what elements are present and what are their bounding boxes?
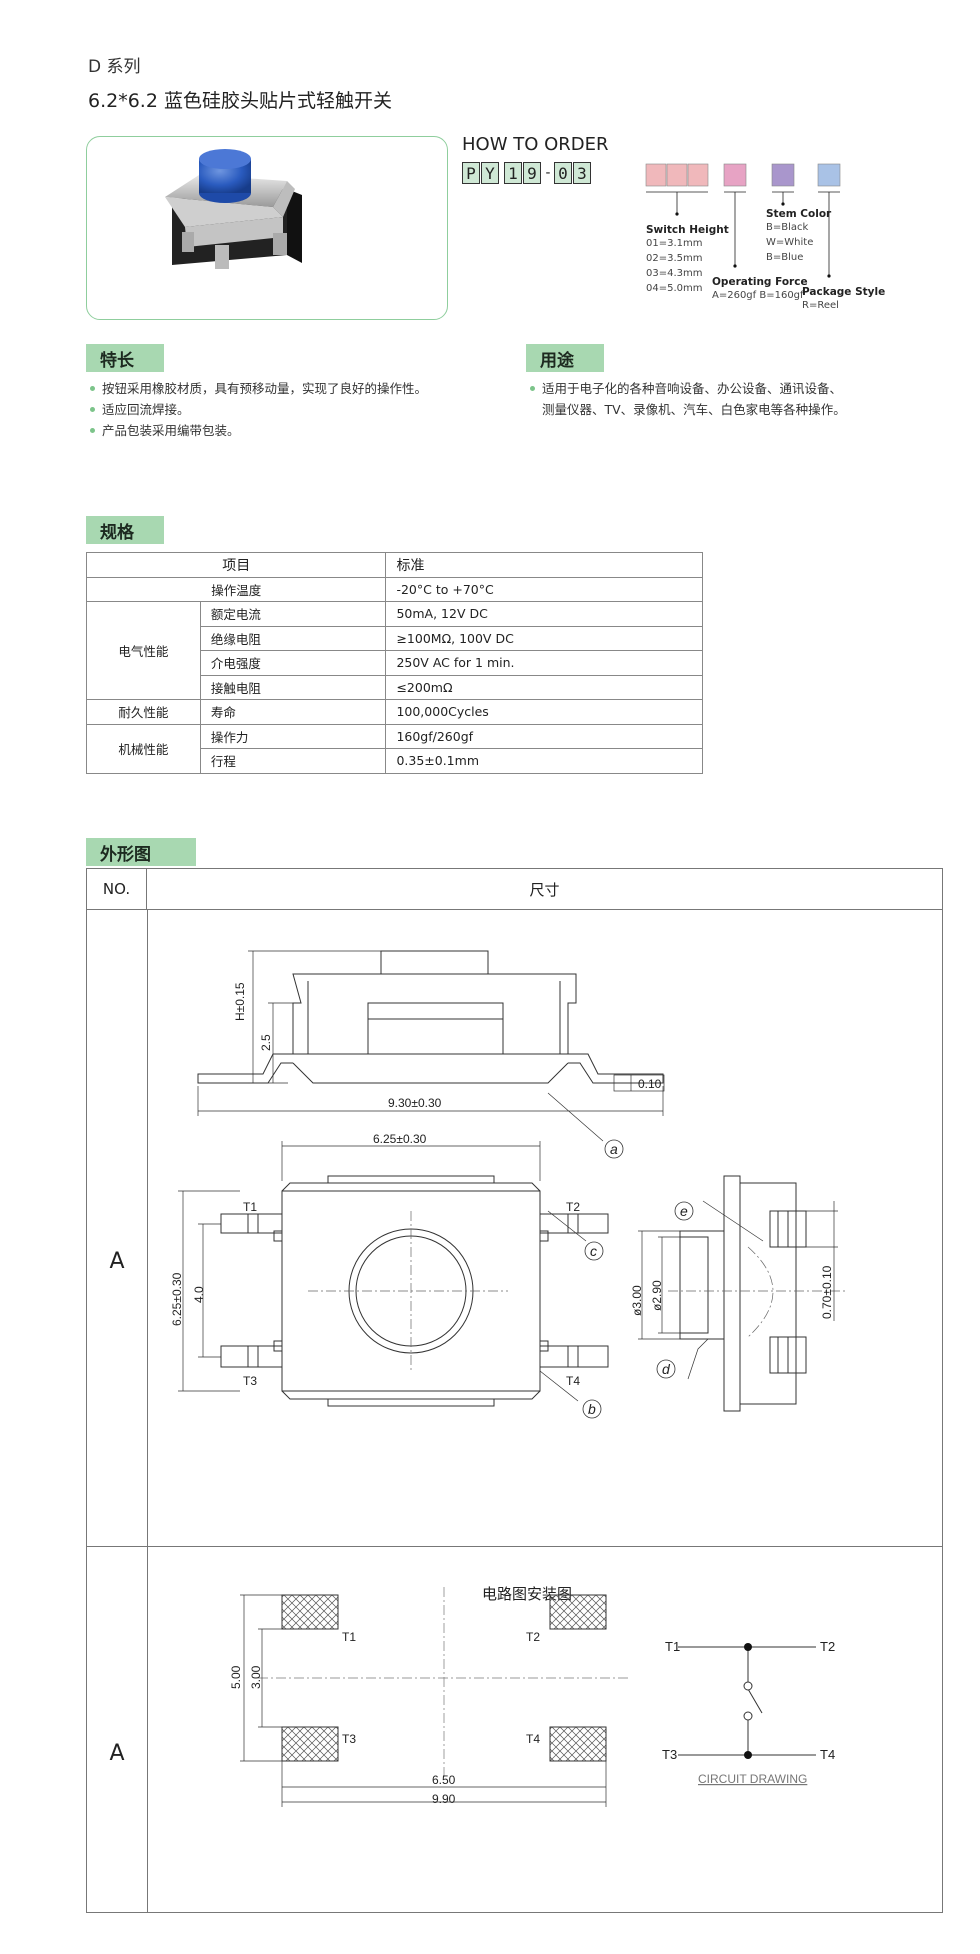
dim-pad-h1: 5.00 xyxy=(229,1665,243,1689)
terminal-label: T2 xyxy=(566,1200,580,1214)
height-box xyxy=(687,163,709,187)
code-char: 0 xyxy=(554,162,572,184)
product-photo xyxy=(165,149,302,269)
terminal-label: T1 xyxy=(342,1630,356,1644)
code-char: P xyxy=(462,162,480,184)
dim-pad-w1: 6.50 xyxy=(432,1773,456,1787)
code-dash: - xyxy=(543,165,553,181)
product-title: 6.2*6.2 蓝色硅胶头贴片式轻触开关 xyxy=(88,90,392,112)
outline-frame: NO. 尺寸 A A 电路图安装图 xyxy=(86,868,943,1913)
circuit-caption: CIRCUIT DRAWING xyxy=(698,1772,807,1786)
table-row: 机械性能 操作力 160gf/260gf xyxy=(86,723,703,774)
dim-d290: ø2.90 xyxy=(650,1280,664,1311)
dim-d300: ø3.00 xyxy=(630,1285,644,1316)
terminal-label: T2 xyxy=(820,1639,835,1654)
group-cell: 电气性能 xyxy=(86,601,201,700)
applications-tag: 用途 xyxy=(526,344,604,372)
outline-tag: 外形图 xyxy=(86,838,196,866)
terminal-label: T2 xyxy=(526,1630,540,1644)
package-box xyxy=(817,163,841,187)
package-style-option: Package Style R=Reel xyxy=(802,286,886,311)
table-row: 接触电阻 ≤200mΩ xyxy=(87,674,703,700)
stem-box xyxy=(771,163,795,187)
header-standard: 标准 xyxy=(385,552,703,578)
terminal-label: T4 xyxy=(820,1747,835,1762)
applications-list: 适用于电子化的各种音响设备、办公设备、通讯设备、 测量仪器、TV、录像机、汽车、… xyxy=(528,378,948,420)
force-box xyxy=(723,163,747,187)
feature-item: 产品包装采用编带包装。 xyxy=(88,420,508,441)
dim-top-width: 6.25±0.30 xyxy=(373,1132,427,1146)
feature-item: 按钮采用橡胶材质，具有预移动量，实现了良好的操作性。 xyxy=(88,378,508,399)
height-box xyxy=(645,163,667,187)
switch-height-option: Switch Height 01=3.1mm 02=3.5mm 03=4.3mm… xyxy=(646,224,729,294)
code-char: 3 xyxy=(573,162,591,184)
dim-flatness: 0.10 xyxy=(638,1077,662,1091)
row-label: A xyxy=(109,1249,125,1274)
callout: d xyxy=(662,1361,671,1377)
terminal-label: T3 xyxy=(342,1732,356,1746)
code-char: 1 xyxy=(504,162,522,184)
terminal-label: T4 xyxy=(566,1374,580,1388)
pcb-layout-drawing: 5.00 3.00 6.50 9.90 T1 T2 T3 T4 T1 T2 T3… xyxy=(229,1587,835,1807)
group-cell: 耐久性能 xyxy=(86,699,201,725)
col-dim-header: 尺寸 xyxy=(147,869,942,910)
height-box xyxy=(666,163,688,187)
table-row: 耐久性能 寿命 100,000Cycles xyxy=(86,699,703,725)
product-photo-frame xyxy=(86,136,448,320)
column-divider xyxy=(147,910,148,1912)
group-cell: 机械性能 xyxy=(86,723,201,774)
terminal-label: T1 xyxy=(243,1200,257,1214)
feature-item: 适应回流焊接。 xyxy=(88,399,508,420)
spec-tag: 规格 xyxy=(86,516,164,544)
features-list: 按钮采用橡胶材质，具有预移动量，实现了良好的操作性。 适应回流焊接。 产品包装采… xyxy=(88,378,508,441)
terminal-label: T3 xyxy=(243,1374,257,1388)
order-code: P Y 1 9 - 0 3 xyxy=(462,162,592,184)
dim-pitch: 4.0 xyxy=(192,1286,206,1303)
application-item: 适用于电子化的各种音响设备、办公设备、通讯设备、 测量仪器、TV、录像机、汽车、… xyxy=(528,378,948,420)
dim-height: H±0.15 xyxy=(233,982,247,1021)
code-char: Y xyxy=(481,162,499,184)
table-row: 电气性能 额定电流 50mA, 12V DC xyxy=(86,601,703,700)
dim-pad-w2: 9.90 xyxy=(432,1792,456,1806)
table-header-row: 项目 标准 xyxy=(85,552,703,578)
features-tag: 特长 xyxy=(86,344,164,372)
row-divider xyxy=(87,1546,942,1547)
terminal-label: T4 xyxy=(526,1732,540,1746)
callout: a xyxy=(610,1141,618,1157)
table-row: 行程 0.35±0.1mm xyxy=(87,748,703,774)
order-option-diagram xyxy=(645,163,841,278)
dim-pad-h2: 3.00 xyxy=(249,1665,263,1689)
code-char: 9 xyxy=(523,162,541,184)
header-item: 项目 xyxy=(85,552,387,578)
dim-h25: 2.5 xyxy=(259,1034,273,1051)
outline-drawing: H±0.15 2.5 9.30±0.30 0.10 6.25±0.30 6.25… xyxy=(170,950,848,1419)
col-no-header: NO. xyxy=(87,869,147,910)
callout: c xyxy=(590,1243,597,1259)
dim-d070: 0.70±0.10 xyxy=(820,1265,834,1319)
table-row: 操作温度 -20°C to +70°C xyxy=(85,576,703,602)
terminal-label: T1 xyxy=(665,1639,680,1654)
stem-color-option: Stem Color B=Black W=White B=Blue xyxy=(766,208,832,263)
terminal-label: T3 xyxy=(662,1747,677,1762)
callout: b xyxy=(588,1401,596,1417)
row-label: A xyxy=(109,1741,125,1766)
dim-side-height: 6.25±0.30 xyxy=(170,1272,184,1326)
how-to-order-heading: HOW TO ORDER xyxy=(462,134,609,155)
callout: e xyxy=(680,1203,688,1219)
series-label: D 系列 xyxy=(88,57,141,77)
spec-table: 项目 标准 操作温度 -20°C to +70°C 电气性能 额定电流 50mA… xyxy=(85,552,703,774)
operating-force-option: Operating Force A=260gf B=160gf xyxy=(712,276,808,301)
dim-width-total: 9.30±0.30 xyxy=(388,1096,442,1110)
